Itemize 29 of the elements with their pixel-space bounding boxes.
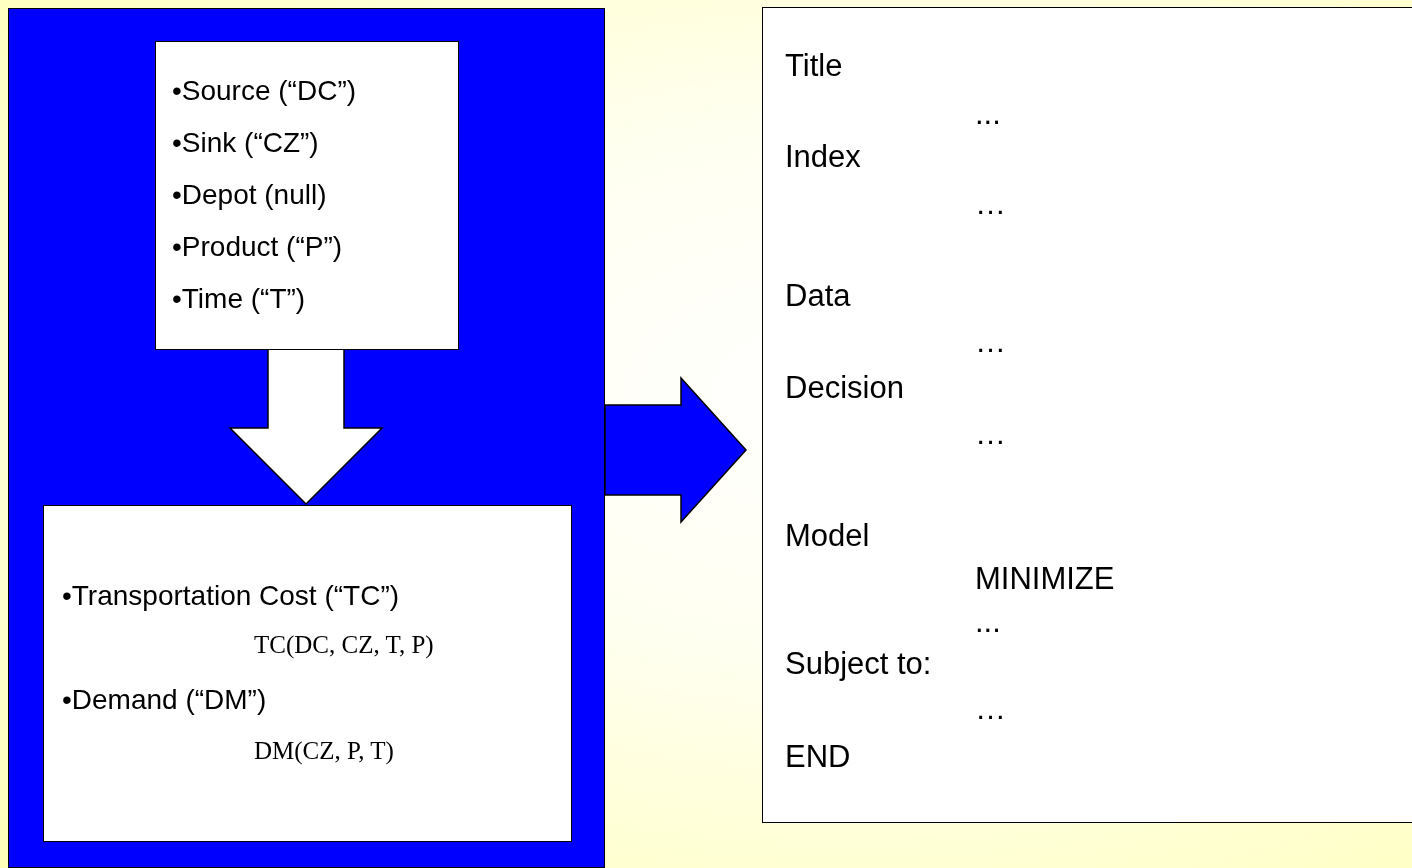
list-item: •Depot (null) <box>172 181 327 209</box>
section-heading: Decision <box>785 372 904 403</box>
block-arrow <box>228 348 384 506</box>
section-heading: END <box>785 741 851 772</box>
section-heading: Data <box>785 280 851 311</box>
panel-background <box>8 8 605 868</box>
formula-text: TC(DC, CZ, T, P) <box>254 632 434 657</box>
line-text: … <box>975 693 1006 724</box>
formula-text: DM(CZ, P, T) <box>254 738 394 763</box>
list-item: •Product (“P”) <box>172 233 343 261</box>
line-text: MINIMIZE <box>975 563 1115 594</box>
list-item: •Demand (“DM”) <box>62 686 267 714</box>
list-item: •Sink (“CZ”) <box>172 129 319 157</box>
section-heading: Title <box>785 50 843 81</box>
block-arrow <box>604 376 747 524</box>
line-text: … <box>975 326 1006 357</box>
line-text: … <box>975 188 1006 219</box>
list-item: •Time (“T”) <box>172 285 306 313</box>
process-box <box>43 505 572 842</box>
model-box <box>762 7 1412 823</box>
list-item: •Transportation Cost (“TC”) <box>62 582 400 610</box>
section-heading: Model <box>785 520 870 551</box>
section-heading: Index <box>785 141 861 172</box>
line-text: ... <box>975 606 1001 637</box>
process-box <box>155 41 459 350</box>
line-text: ... <box>975 98 1001 129</box>
line-text: … <box>975 418 1006 449</box>
list-item: •Source (“DC”) <box>172 77 357 105</box>
section-heading: Subject to: <box>785 648 932 679</box>
